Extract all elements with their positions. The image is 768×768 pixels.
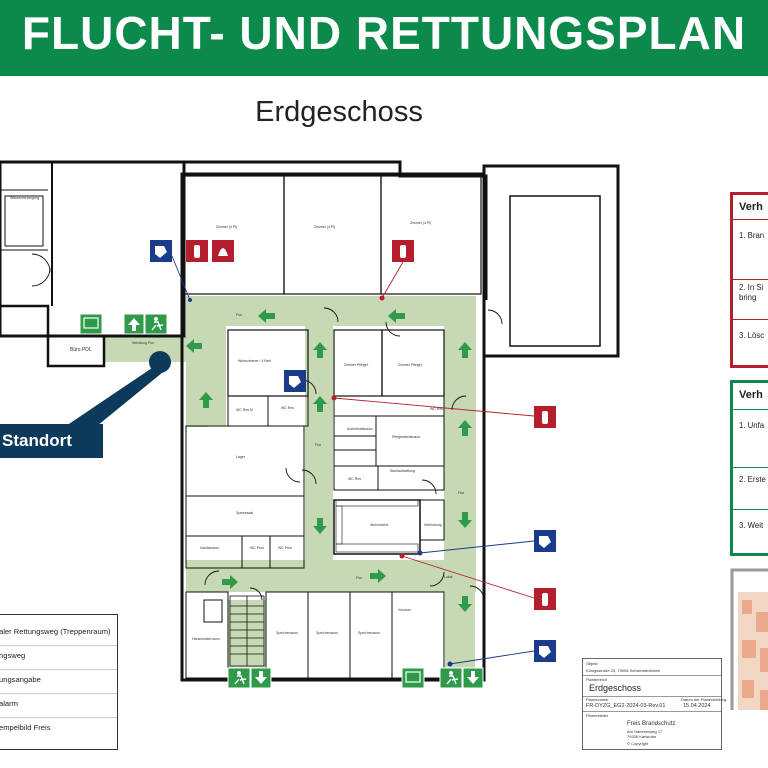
accident-panel-item-2: 2. Erste (739, 475, 766, 484)
room-wc-res-3: WC Res (430, 407, 443, 411)
room-wasserversorgung: Wasserversorgung (10, 196, 39, 200)
room-speicher-3: Speicherraum (358, 631, 380, 635)
fire-instructions-panel: Verh 1. Bran 2. In Si bring 3. Lösc (730, 192, 768, 368)
tb-address-2: 79336 Karlsruhe (627, 734, 657, 739)
arrow-up-icon (199, 392, 213, 408)
room-stuehle: Stuhlaufstellung (390, 469, 415, 473)
tb-date: 15.04.2024 (683, 703, 711, 709)
room-zimmer-mid-1: Zimmer Pflegef. (344, 363, 369, 367)
room-flur-mid: Flur (315, 443, 322, 447)
room-zimmer-2: Zimmer (4 Pl) (314, 225, 335, 229)
tb-address-1: Am Hammerweg 17 (627, 729, 663, 734)
accident-panel-item-1: 1. Unfa (739, 421, 765, 430)
page-title: FLUCHT- UND RETTUNGSPLAN (21, 7, 747, 59)
room-vorraum: Vorraum (398, 608, 411, 612)
room-wc-res-2: WC Res (348, 477, 361, 481)
room-wc-res: WC Res (281, 406, 294, 410)
tb-label-plan: Planbereich (586, 677, 608, 682)
fire-panel-item-2: 2. In Si (739, 283, 764, 292)
title-block: Objekt Königsstraße 25, 79098 Schwersted… (582, 658, 726, 750)
room-wc-pers-2: WC Pers (278, 546, 292, 550)
standort-marker (60, 351, 171, 430)
safety-signs (150, 240, 556, 662)
arrow-up-icon (313, 342, 327, 358)
room-aufenthalt: Aufenthaltsraum (347, 427, 373, 431)
tb-plan-number: FR-DYZG_EG2-2024-03-Rev.01 (586, 703, 666, 709)
room-pflege: Pflegearbeitsraum (392, 435, 420, 439)
standort-label: Standort (0, 424, 103, 458)
tb-copyright: © Copyright (627, 741, 649, 746)
room-flur-right: Flur (458, 491, 465, 495)
tb-creator: Freis Brandschutz (627, 721, 676, 727)
exit-signs (79, 313, 484, 689)
room-wendelflur: Wendung Flur (132, 341, 155, 345)
leader-lines (171, 255, 535, 667)
floor-title: Erdgeschoss (255, 96, 423, 128)
tb-plan-name: Erdgeschoss (589, 683, 642, 693)
fire-panel-item-1: 1. Bran (739, 231, 765, 240)
floor-plan: Wasserversorgung Büro PDL Wendung Flur Z… (0, 160, 768, 710)
accident-panel-title: Verh (739, 389, 763, 401)
room-buero-pdl: Büro PDL (70, 347, 92, 353)
room-lokal: Lokal (444, 575, 453, 579)
room-wc-res-m: WC Res M (236, 408, 253, 412)
room-speicher-1: Speicherraum (276, 631, 298, 635)
walls (0, 160, 620, 682)
room-labels: Wasserversorgung Büro PDL Wendung Flur Z… (10, 196, 465, 641)
arrow-left-icon (258, 309, 275, 323)
arrow-up-icon (313, 396, 327, 412)
accident-panel-item-3: 3. Weit (739, 521, 764, 530)
tb-label-creator: Planersteller (586, 713, 609, 718)
tb-label-date: Datum der Planerstellung (681, 697, 727, 702)
room-zimmer-1: Zimmer (4 Pl) (216, 225, 237, 229)
exit-sign-icon (79, 313, 103, 335)
room-flur-top: Flur (236, 313, 243, 317)
room-verbindung: Verbindung (424, 523, 442, 527)
tb-label-number: Plannummer (586, 697, 609, 702)
exit-sign-icon (401, 667, 425, 689)
fire-panel-item-3: 3. Lösc (739, 331, 765, 340)
running-man-exit-icon (439, 667, 463, 689)
header-banner: FLUCHT- UND RETTUNGSPLAN (0, 0, 768, 76)
room-speisesaal: Speisesaal (236, 511, 253, 515)
overview-map (730, 568, 768, 710)
running-man-exit-icon (144, 313, 168, 335)
legend-item-direction: ungsangabe (0, 675, 41, 684)
arrow-left-icon (388, 309, 405, 323)
room-zimmer-mid-2: Zimmer Pflegef. (398, 363, 423, 367)
arrow-right-icon (222, 575, 238, 589)
tb-label-object: Objekt (586, 661, 598, 666)
room-zimmer-3: Zimmer (4 Pl) (410, 221, 431, 225)
room-wohnzimmer: Wohnzimmer / 4 Bett (238, 359, 271, 363)
legend-item-stamp: empelbild Freis (0, 723, 51, 732)
legend-item-alarm: alarm (0, 699, 18, 708)
fire-panel-item-2b: bring (739, 293, 757, 302)
furniture (335, 499, 419, 553)
arrow-up-icon (458, 420, 472, 436)
room-lager: Lager (236, 455, 246, 459)
arrow-down-icon (313, 518, 327, 534)
arrow-up-icon (458, 342, 472, 358)
arrow-down-icon (458, 512, 472, 528)
room-flur-bottom: Flur (356, 576, 363, 580)
arrow-right-icon (370, 569, 386, 583)
legend-item-route: ngsweg (0, 651, 26, 660)
room-wohnkueche: Wohnküche (370, 523, 388, 527)
room-wc-pers: WC Pers (250, 546, 264, 550)
arrow-down-icon (458, 596, 472, 612)
room-sanitaer: Sanitärraum (200, 546, 219, 550)
room-speicher-2: Speicherraum (316, 631, 338, 635)
accident-instructions-panel: Verh 1. Unfa 2. Erste 3. Weit (730, 380, 768, 556)
route-arrows (186, 309, 472, 612)
arrow-left-icon (186, 339, 202, 353)
legend-item-stair-route: aler Rettungsweg (Treppenraum) (0, 627, 111, 636)
legend: aler Rettungsweg (Treppenraum) ngsweg un… (0, 614, 118, 750)
doors (31, 253, 503, 601)
room-hausmeister: Hausmeisterraum (192, 637, 220, 641)
tb-object: Königsstraße 25, 79098 Schwerstedtheim (586, 668, 661, 673)
running-man-exit-icon (227, 667, 251, 689)
fire-panel-title: Verh (739, 201, 763, 213)
